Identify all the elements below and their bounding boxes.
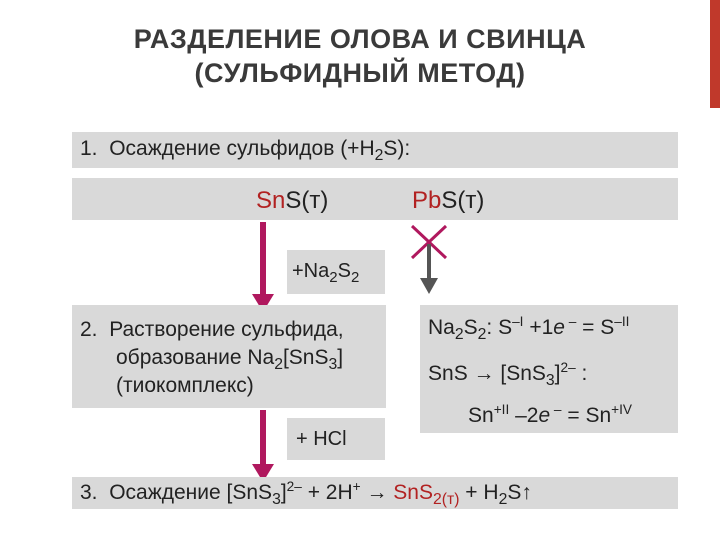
step2-down-arrow [260,410,266,466]
equation-2: SnS → [SnS3]2– : [428,360,588,390]
na2s2-label: +Na2S2 [292,260,360,286]
na2s2-box [287,250,385,294]
step3-text: 3. Осаждение [SnS3]2– + 2H+ → SnS2(т) + … [80,479,532,509]
pbs-down-arrowhead [420,278,438,294]
step1-box [72,132,678,168]
title-line-1: РАЗДЕЛЕНИЕ ОЛОВА И СВИНЦА [133,24,587,54]
pbs-down-arrow [427,244,431,278]
step2-text: 2. Растворение сульфида, образование Na2… [80,318,344,397]
sns-label: SnS(т) [256,187,329,214]
pbs-label: PbS(т) [412,187,485,214]
equations-box [420,305,678,433]
slide-title: РАЗДЕЛЕНИЕ ОЛОВА И СВИНЦА (СУЛЬФИДНЫЙ МЕ… [60,22,660,90]
equation-3: Sn+II –2e – = Sn+IV [468,402,632,427]
hcl-box [287,418,385,460]
step1-text: 1. Осаждение сульфидов (+H2S): [80,137,411,165]
step2-box [72,305,386,408]
step3-box [72,477,678,509]
sns-down-arrow [260,222,266,296]
accent-bar [710,0,720,108]
equation-1: Na2S2: S–I +1e – = S–II [428,314,630,344]
hcl-label: + HCl [296,428,347,450]
no-reaction-cross-icon [410,224,448,260]
sulfides-box [72,178,678,220]
title-line-2: (СУЛЬФИДНЫЙ МЕТОД) [194,58,526,88]
